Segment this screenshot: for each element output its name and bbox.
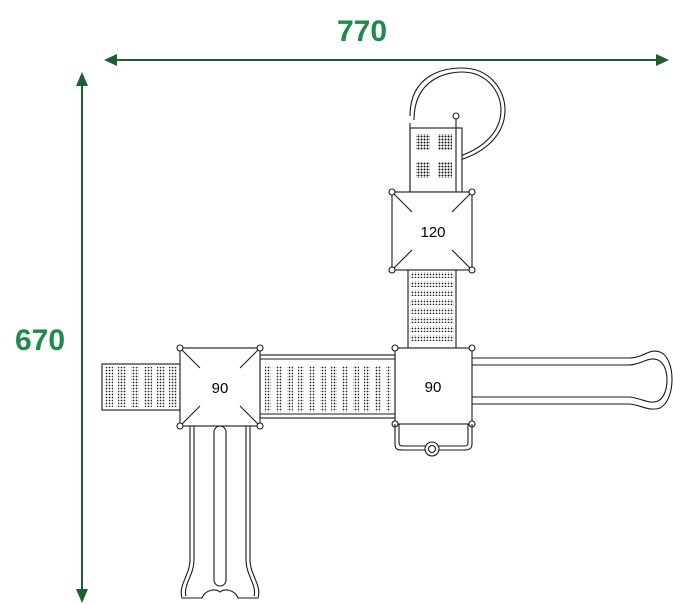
platform-top: 120 [388, 188, 476, 274]
spiral-slide [409, 67, 506, 161]
climbing-panel-left [101, 363, 181, 411]
height-dimension-label: 670 [15, 324, 65, 357]
platform-left-label: 90 [212, 380, 229, 397]
platform-center: 90 [391, 344, 476, 428]
bridge-horizontal [259, 354, 396, 419]
width-dimension-label: 770 [337, 15, 387, 48]
height-arrow-bottom [76, 589, 88, 603]
ladder-center [394, 424, 473, 457]
straight-slide-bottom [180, 425, 260, 599]
platform-left: 90 [176, 344, 264, 430]
width-arrow-left [104, 54, 117, 66]
width-arrow-right [656, 54, 669, 66]
platform-top-label: 120 [420, 224, 445, 241]
height-dimension: 670 [15, 72, 88, 603]
climbing-panel-top [409, 112, 463, 193]
wave-slide-right [472, 350, 673, 410]
bridge-vertical [407, 269, 457, 349]
height-arrow-top [76, 72, 88, 86]
width-dimension: 770 [104, 15, 669, 66]
platform-center-label: 90 [425, 379, 442, 396]
